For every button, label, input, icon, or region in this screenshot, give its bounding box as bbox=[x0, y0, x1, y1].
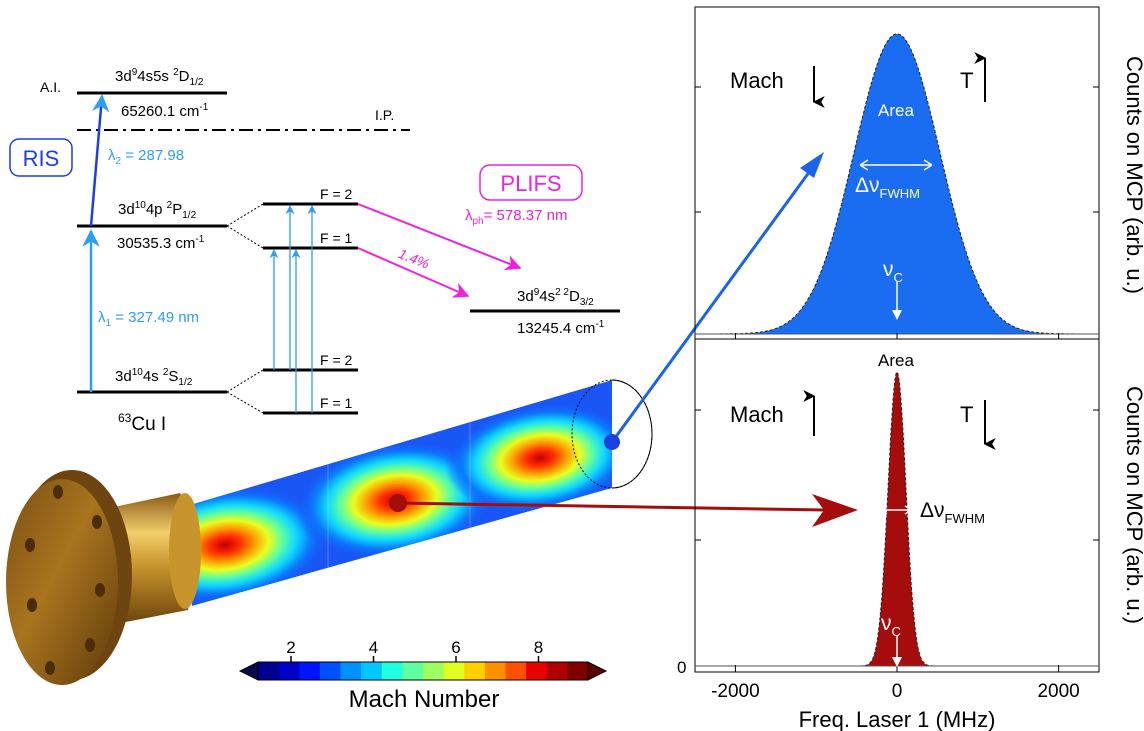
pointer-arrowhead-top bbox=[800, 152, 824, 178]
colorbar-cell bbox=[319, 662, 341, 680]
hfs-upper-f2-label: F = 2 bbox=[320, 186, 353, 202]
nozzle-tip bbox=[169, 493, 201, 609]
probe-point-top bbox=[604, 434, 620, 450]
y-zero-label: 0 bbox=[677, 658, 686, 677]
colorbar-cell bbox=[567, 662, 589, 680]
hfs-lower-f1-label: F = 1 bbox=[320, 395, 353, 411]
d-energy-label: 13245.4 cm-1 bbox=[517, 319, 605, 337]
plume-core-1 bbox=[190, 485, 330, 605]
upper-state-label: 3d94s5s 2D1/2 bbox=[115, 67, 204, 88]
x-tick-label: 0 bbox=[892, 681, 903, 702]
colorbar-high-extension bbox=[587, 661, 608, 681]
spectrum-peak-fill bbox=[695, 34, 1099, 334]
spectrum-peak-fill bbox=[695, 372, 1099, 666]
plifs-badge-frame bbox=[479, 164, 583, 201]
s-state-label: 3d104s 2S1/2 bbox=[115, 367, 193, 388]
bottom-temp-label: T bbox=[960, 402, 973, 427]
upper-energy-label: 65260.1 cm-1 bbox=[121, 102, 209, 120]
hfs-connector-upper bbox=[226, 203, 264, 249]
colorbar-cell bbox=[340, 662, 362, 680]
x-ticks: -2000 0 2000 bbox=[711, 333, 1080, 702]
colorbar-title: Mach Number bbox=[349, 686, 500, 713]
probe-point-bottom bbox=[389, 494, 407, 512]
x-tick-label: -2000 bbox=[711, 681, 760, 702]
energy-level-diagram: A.I. 3d94s5s 2D1/2 65260.1 cm-1 I.P. 3d1… bbox=[9, 67, 620, 435]
plifs-badge-text: PLIFS bbox=[500, 171, 561, 196]
lambda-ph-label: λph= 578.37 nm bbox=[465, 207, 567, 227]
y-axis-label-bottom: Counts on MCP (arb. u.) bbox=[1122, 386, 1144, 624]
top-temp-label: T bbox=[960, 68, 973, 93]
colorbar-tick-label: 6 bbox=[451, 638, 460, 657]
colorbar-cell bbox=[505, 662, 527, 680]
colorbar: 2 4 6 8 Mach Number bbox=[238, 638, 608, 713]
colorbar-ticks: 2 4 6 8 bbox=[286, 638, 543, 662]
colorbar-cell bbox=[443, 662, 465, 680]
colorbar-cell bbox=[299, 662, 321, 680]
colorbar-tick-label: 2 bbox=[286, 638, 295, 657]
bottom-area-label: Area bbox=[878, 351, 914, 370]
bottom-center-label: νC bbox=[881, 612, 901, 639]
lambda2-arrow bbox=[89, 94, 110, 227]
gas-jet-illustration bbox=[6, 152, 858, 685]
ris-badge-text: RIS bbox=[23, 146, 60, 171]
colorbar-cell bbox=[258, 662, 280, 680]
ris-badge-frame bbox=[9, 138, 73, 177]
y-minor-ticks bbox=[695, 86, 1099, 541]
colorbar-cell bbox=[402, 662, 424, 680]
hfs-lower-f2-label: F = 2 bbox=[320, 352, 353, 368]
ai-label: A.I. bbox=[40, 79, 61, 95]
colorbar-cell bbox=[526, 662, 548, 680]
isotope-label: 63Cu I bbox=[118, 411, 166, 435]
bottom-mach-label: Mach bbox=[730, 402, 784, 427]
colorbar-cell bbox=[381, 662, 403, 680]
hfs-upper-f1-label: F = 1 bbox=[320, 230, 353, 246]
fluorescence-arrow-f2 bbox=[357, 203, 522, 271]
nozzle-flange-face bbox=[6, 479, 118, 685]
colorbar-frame bbox=[257, 661, 589, 681]
pointer-arrowhead-bottom bbox=[812, 494, 858, 527]
colorbar-cells bbox=[238, 661, 608, 681]
plume-core-3 bbox=[445, 402, 612, 514]
p-energy-label: 30535.3 cm-1 bbox=[117, 234, 205, 252]
colorbar-cell bbox=[484, 662, 506, 680]
flange-bolt-holes bbox=[25, 485, 105, 675]
colorbar-cell bbox=[464, 662, 486, 680]
top-fwhm-label: ΔνFWHM bbox=[855, 174, 920, 201]
hfs-connector-lower bbox=[226, 369, 264, 414]
top-center-label: νC bbox=[883, 258, 903, 285]
ip-label: I.P. bbox=[375, 107, 394, 123]
top-area-label: Area bbox=[878, 101, 914, 120]
lambda1-label: λ1 = 327.49 nm bbox=[98, 309, 199, 329]
colorbar-tick-label: 8 bbox=[534, 638, 543, 657]
pointer-arrow-top bbox=[610, 159, 820, 443]
bottom-fwhm-label: ΔνFWHM bbox=[920, 499, 985, 526]
y-axis-label-top: Counts on MCP (arb. u.) bbox=[1122, 56, 1144, 294]
colorbar-cell bbox=[546, 662, 568, 680]
beam-end-ellipse-front bbox=[611, 379, 653, 489]
colorbar-cell bbox=[278, 662, 300, 680]
d-state-label: 3d94s2 2D3/2 bbox=[517, 287, 594, 308]
colorbar-tick-label: 4 bbox=[369, 638, 378, 657]
colorbar-cell bbox=[361, 662, 383, 680]
spectrum-fit-line bbox=[695, 33, 1099, 335]
pointer-arrow-bottom bbox=[397, 501, 826, 512]
lambda2-label: λ2 = 287.98 bbox=[108, 147, 184, 167]
p-state-label: 3d104p 2P1/2 bbox=[118, 200, 197, 221]
hfs-transition-arrows bbox=[269, 205, 317, 413]
colorbar-low-extension bbox=[238, 661, 259, 681]
x-axis-label: Freq. Laser 1 (MHz) bbox=[799, 707, 996, 731]
x-tick-label: 2000 bbox=[1037, 681, 1079, 702]
fluorescence-arrow-f1 bbox=[357, 247, 470, 298]
colorbar-cell bbox=[423, 662, 445, 680]
top-mach-label: Mach bbox=[730, 68, 784, 93]
